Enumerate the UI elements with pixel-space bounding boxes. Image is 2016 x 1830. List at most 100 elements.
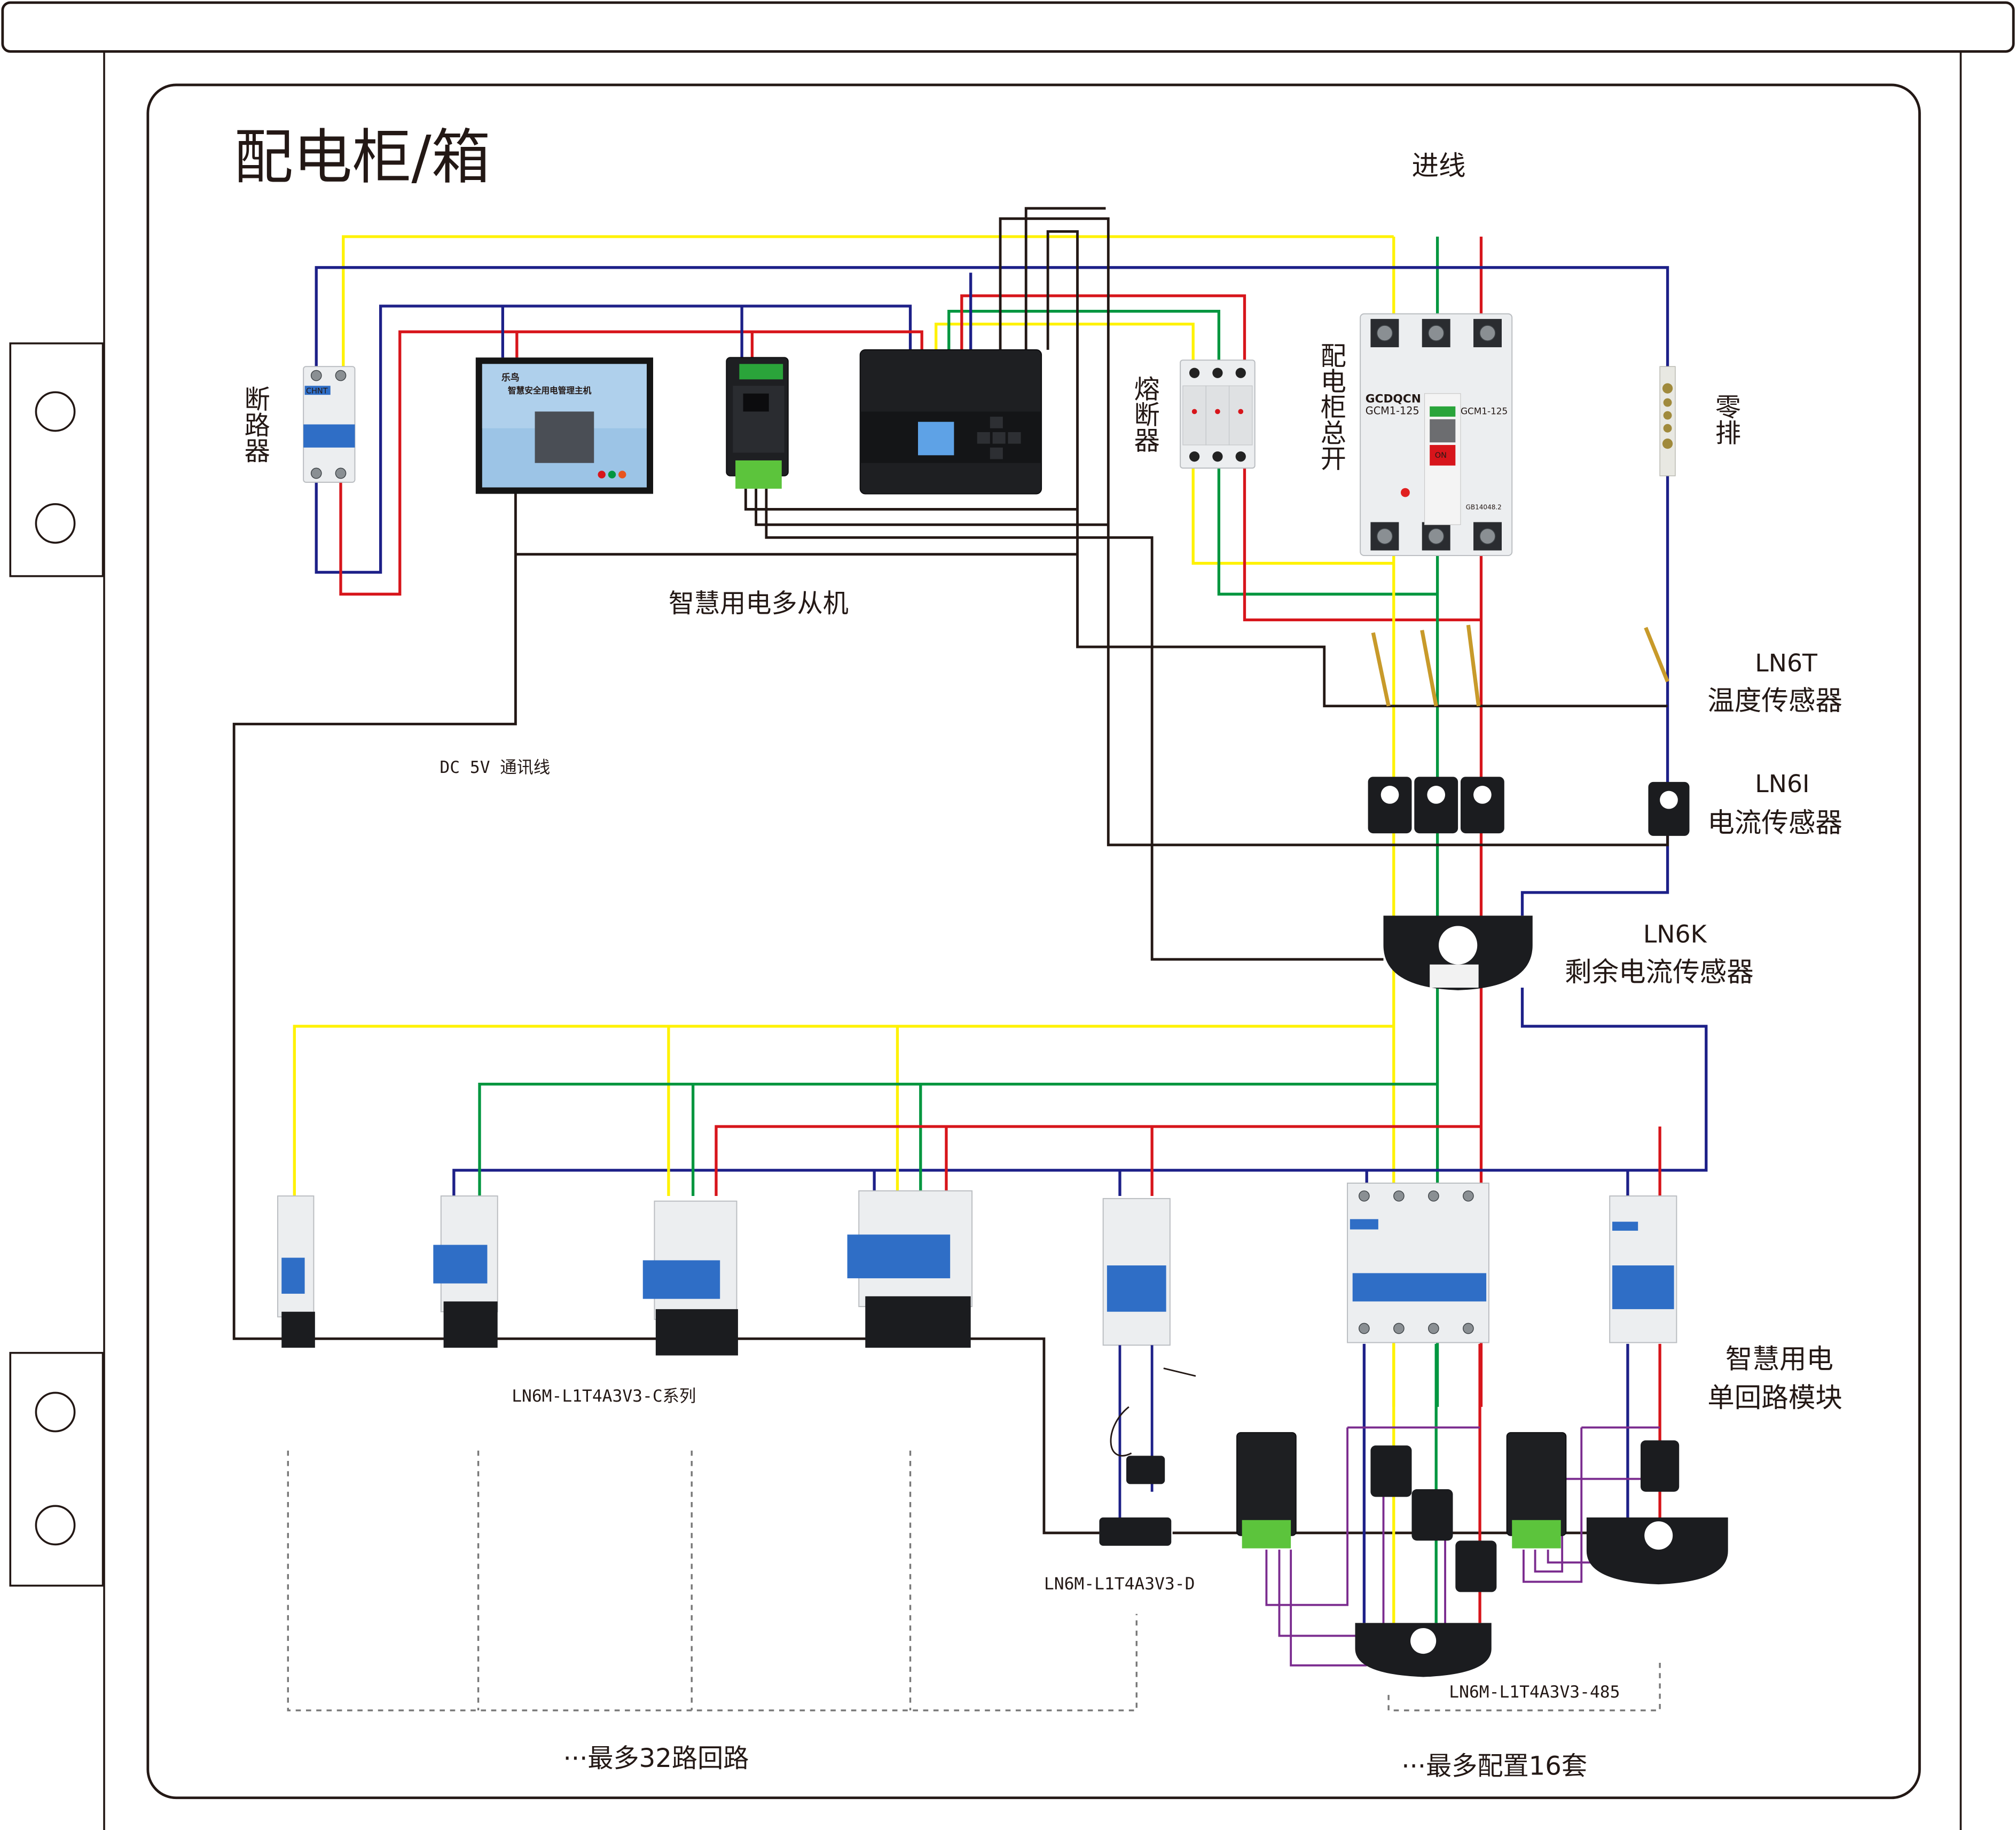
label-current-name: 电流传感器 xyxy=(1707,807,1842,839)
detector-key[interactable] xyxy=(1008,432,1021,444)
residual-sensor-single[interactable] xyxy=(1586,1517,1728,1585)
label-temp-model: LN6T xyxy=(1755,649,1818,677)
breaker-brand: CHNT xyxy=(306,387,328,396)
residual-current-sensor[interactable] xyxy=(1383,916,1533,990)
signal-wire-485-3 xyxy=(1290,1550,1367,1667)
dc-5v-comm-line xyxy=(232,494,1100,1535)
signal-wire-single-1 xyxy=(1522,1426,1660,1583)
hinge-hole xyxy=(35,1391,76,1433)
wire-fuse-c-out xyxy=(1243,468,1481,622)
main-switch-on-button[interactable] xyxy=(1430,445,1456,466)
main-switch-model: GCM1-125 xyxy=(1366,404,1419,417)
host-button-green[interactable] xyxy=(608,471,616,479)
wire-phase-a-to-breaker xyxy=(342,235,1394,367)
label-single-loop-2: 单回路模块 xyxy=(1707,1382,1842,1413)
label-current-model: LN6I xyxy=(1755,770,1809,798)
module-current-sensors xyxy=(1370,1440,1680,1592)
current-sensor[interactable] xyxy=(1455,1540,1497,1592)
temp-probe xyxy=(1644,627,1669,683)
d-module-breaker[interactable] xyxy=(1099,1198,1196,1546)
label-temp-name: 温度传感器 xyxy=(1707,685,1842,716)
main-switch-mccb[interactable]: GCDQCN GCM1-125 GCM1-125 ON GB14048.2 xyxy=(1360,313,1513,557)
label-main-switch: 配电柜总开 xyxy=(1316,342,1346,471)
wire-detector-phase-b xyxy=(947,310,1220,361)
label-multi-slave: 智慧用电多从机 xyxy=(669,589,849,619)
host-brand: 乐鸟 xyxy=(501,372,520,383)
comm-line-detector-1 xyxy=(999,217,1669,847)
detector-key[interactable] xyxy=(990,417,1003,428)
breaker-4p-485[interactable] xyxy=(1347,1183,1489,1343)
branch-module-3p[interactable] xyxy=(642,1200,738,1356)
branch-phase-b-bus xyxy=(478,1082,1438,1196)
signal-wire-485-1 xyxy=(1265,1426,1480,1606)
label-breaker: 断路器 xyxy=(240,386,270,463)
wire-fuse-a-out xyxy=(1191,468,1394,565)
temp-probe xyxy=(1371,632,1391,707)
signal-wire-single-3 xyxy=(1547,1550,1595,1564)
temp-probe xyxy=(1466,624,1481,707)
detector-key[interactable] xyxy=(990,447,1003,459)
wire-neutral-bar-out xyxy=(1520,475,1669,916)
comm-line-slave-2 xyxy=(755,488,1109,526)
label-fuse: 熔断器 xyxy=(1129,376,1159,452)
hinge-hole xyxy=(35,503,76,544)
detector-screen xyxy=(917,421,954,456)
label-max-sets: ···最多配置16套 xyxy=(1401,1751,1587,1781)
detector-key[interactable] xyxy=(977,432,990,444)
wire-fuse-b-out xyxy=(1217,468,1438,596)
current-sensor[interactable] xyxy=(1368,777,1412,834)
main-switch-std: GB14048.2 xyxy=(1466,503,1502,511)
label-single-loop-1: 智慧用电 xyxy=(1725,1343,1833,1375)
wire-neutral-top xyxy=(315,266,1669,368)
signal-wire-single-2 xyxy=(1534,1477,1660,1573)
breaker-2p-single[interactable] xyxy=(1609,1195,1677,1343)
single-loop-module[interactable] xyxy=(1506,1432,1567,1549)
branch-module-1p[interactable] xyxy=(277,1195,315,1348)
label-residual-model: LN6K xyxy=(1643,920,1707,949)
current-sensor[interactable] xyxy=(1641,1440,1680,1492)
wire-detector-phase-a xyxy=(935,323,1195,361)
hinge-top[interactable] xyxy=(9,342,104,577)
extension-dotted-loops xyxy=(287,1450,1138,1711)
current-sensor[interactable] xyxy=(1414,777,1458,834)
host-screen xyxy=(535,411,594,463)
main-switch-brand: GCDQCN xyxy=(1366,393,1421,406)
d-module[interactable] xyxy=(1099,1517,1172,1546)
branch-module-2p[interactable] xyxy=(433,1195,498,1348)
extension-dotted-sets xyxy=(1387,1659,1661,1711)
label-model-485: LN6M-L1T4A3V3-485 xyxy=(1449,1683,1620,1702)
top-wiring xyxy=(232,207,1708,1535)
detector-key[interactable] xyxy=(992,432,1006,444)
current-sensors xyxy=(1368,777,1690,836)
branch-module-4p[interactable] xyxy=(847,1190,973,1348)
branch-phase-c-bus xyxy=(715,1125,1661,1196)
comm-line-detector-4 xyxy=(765,488,1384,961)
management-host[interactable]: 乐鸟 智慧安全用电管理主机 xyxy=(475,357,654,494)
hinge-bottom[interactable] xyxy=(9,1351,104,1587)
main-switch-model-right: GCM1-125 xyxy=(1461,405,1508,416)
slave-module[interactable] xyxy=(726,357,789,489)
host-button-red[interactable] xyxy=(598,471,606,479)
rs485-module[interactable] xyxy=(1236,1432,1297,1549)
fuse-holder[interactable] xyxy=(1180,359,1256,469)
comm-line-slave xyxy=(744,488,1078,511)
current-sensor[interactable] xyxy=(1370,1445,1412,1497)
neutral-bar[interactable] xyxy=(1659,366,1676,476)
wire-detector-phase-c xyxy=(960,294,1246,361)
temperature-probes xyxy=(1371,624,1669,707)
breaker-2p[interactable]: CHNT xyxy=(303,366,356,483)
label-neutral-bar: 零排 xyxy=(1711,394,1740,445)
comm-line-detector-3 xyxy=(1046,230,1668,708)
current-sensor[interactable] xyxy=(1411,1489,1453,1541)
main-switch-on-label: ON xyxy=(1435,451,1447,460)
page-title: 配电柜/箱 xyxy=(234,123,490,192)
labels: 配电柜/箱 进线 断路器 熔断器 配电柜总开 零排 智慧用电多从机 DC 5V … xyxy=(234,123,1842,1781)
host-button-orange[interactable] xyxy=(618,471,626,479)
branch-neutral-bus-drops xyxy=(873,1170,1629,1196)
label-dc-comm: DC 5V 通讯线 xyxy=(440,758,550,777)
combined-fire-detector[interactable] xyxy=(859,349,1042,495)
label-incoming: 进线 xyxy=(1411,150,1465,181)
current-sensor[interactable] xyxy=(1460,777,1504,834)
